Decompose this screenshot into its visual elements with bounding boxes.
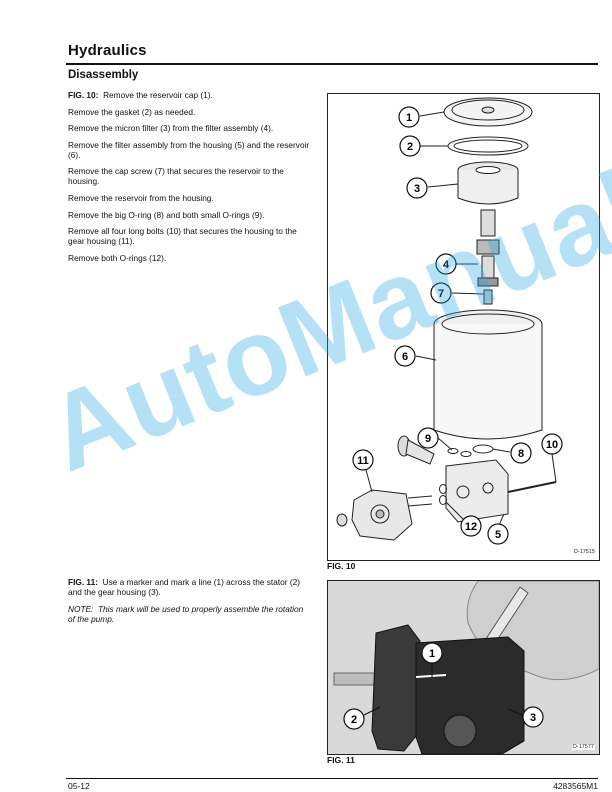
fig11-note: NOTE: This mark will be used to properly… [68,604,312,624]
fig11-callouts: 1 2 3 [343,642,544,730]
fig10-step: Remove the gasket (2) as needed. [68,106,196,117]
mark-line [415,674,447,678]
fig10-first-text: Remove the reservoir cap (1). [103,90,213,100]
callout-circle [352,449,374,471]
callout-circle [406,177,428,199]
callout-label: 11 [357,455,369,467]
page-number: 05-12 [68,781,90,791]
fig10-step: Remove the filter assembly from the hous… [68,139,310,160]
fig10-caption: FIG. 10 [327,561,356,571]
fig10-step: Remove the micron filter (3) from the fi… [68,123,274,134]
note-label: NOTE: [68,603,94,614]
fig11-instructions: FIG. 11: Use a marker and mark a line (1… [68,577,312,630]
callout-circle [399,135,421,157]
gear-housing-photo-shape [415,636,525,754]
callout-circle [417,427,439,449]
filter-assembly-shape [480,209,496,237]
fig10-step: Remove both O-rings (12). [68,252,167,263]
callout-circle [460,515,482,537]
fig11-caption: FIG. 11 [327,755,355,765]
long-bolt-shape [507,481,557,493]
footer-rule [66,778,598,779]
callout-label: 2 [407,141,413,153]
page-title: Hydraulics [68,42,147,59]
fig10-lead: FIG. 10: [68,90,99,100]
cap-screw-shape [483,289,493,305]
fig11-photo: 1 2 3 [328,581,599,754]
fig10-code: D-17515 [573,549,595,555]
callout-circle [435,253,457,275]
fig10-step: Remove the cap screw (7) that secures th… [68,166,284,187]
fig10-first-step: FIG. 10: Remove the reservoir cap (1). [68,90,312,100]
fig11-frame: 1 2 3 D-17577 [327,580,600,755]
callout-label: 2 [351,714,357,726]
callout-label: 6 [402,351,408,363]
callout-circle [398,106,420,128]
fig11-code: D-17577 [571,744,595,750]
callout-circle [421,642,443,664]
fig11-body: Use a marker and mark a line (1) across … [68,577,300,597]
callout-label: 5 [495,529,501,541]
note-body: This mark will be used to properly assem… [68,603,304,624]
callout-label: 3 [414,183,420,195]
callout-label: 8 [518,448,524,460]
callout-label: 4 [443,259,450,271]
callout-label: 3 [530,712,536,724]
callout-circle [343,708,365,730]
fig10-step: Remove the reservoir from the housing. [68,192,214,203]
document-number: 4283565M1 [553,781,598,791]
housing-shape [445,459,509,523]
callout-label: 1 [429,648,435,660]
callout-label: 10 [546,439,558,451]
stator-shape [371,624,421,752]
callout-label: 7 [438,288,444,300]
title-rule [66,63,598,65]
fig10-step: Remove all four long bolts (10) that sec… [68,226,297,247]
small-o-ring-shape [447,448,459,454]
big-o-ring-shape [472,444,494,454]
callout-circle [430,282,452,304]
callout-circle [510,442,532,464]
callout-circle [394,345,416,367]
callout-circle [487,523,509,545]
callout-label: 1 [406,112,412,124]
callout-circle [541,433,563,455]
fig11-step: FIG. 11: Use a marker and mark a line (1… [68,577,312,597]
section-title: Disassembly [68,69,139,81]
fig10-step: Remove the big O-ring (8) and both small… [68,209,265,220]
callout-circle [522,706,544,728]
fig10-instructions: FIG. 10: Remove the reservoir cap (1). R… [68,90,312,269]
callout-label: 9 [425,433,431,445]
fig11-lead: FIG. 11: [68,577,98,587]
callout-label: 12 [465,521,477,533]
